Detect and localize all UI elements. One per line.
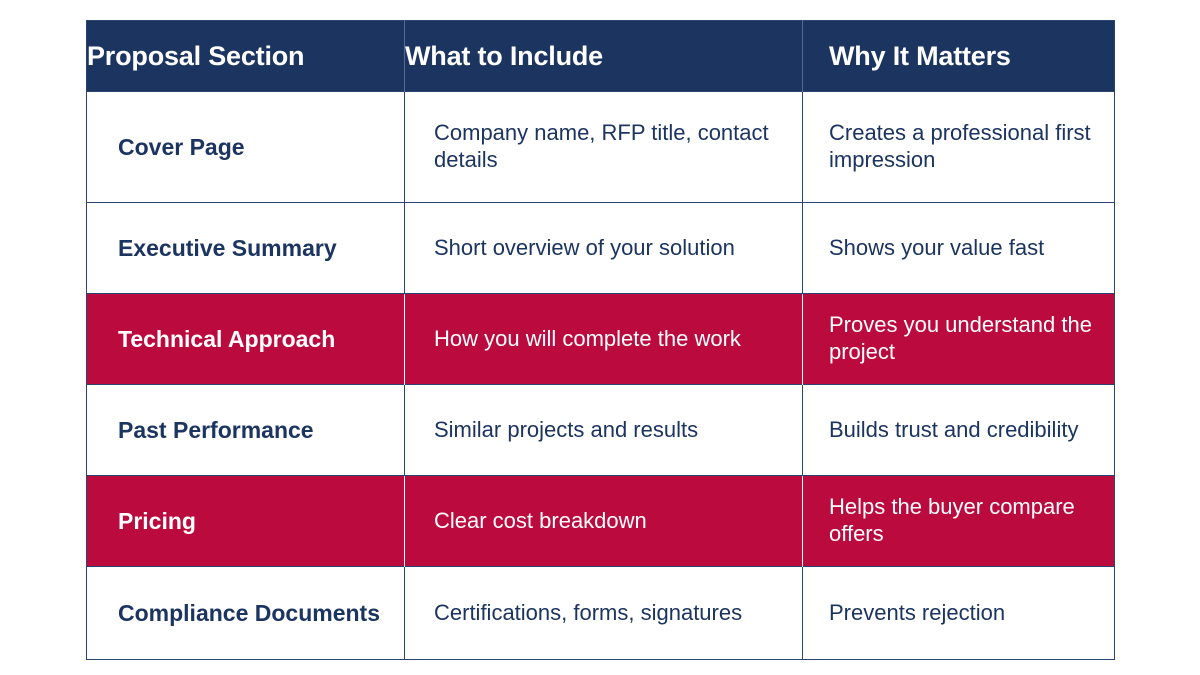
cell-text: How you will complete the work: [434, 325, 741, 351]
cell-text: Builds trust and credibility: [829, 416, 1079, 442]
cell-what-to-include: Clear cost breakdown: [404, 475, 803, 567]
cell-proposal-section: Compliance Documents: [86, 566, 405, 660]
table-row-highlighted: Technical Approach How you will complete…: [86, 293, 1115, 385]
cell-text: Shows your value fast: [829, 234, 1045, 260]
cell-proposal-section: Past Performance: [86, 384, 405, 476]
cell-text: Pricing: [118, 507, 196, 534]
cell-why-it-matters: Shows your value fast: [802, 202, 1115, 294]
cell-text: Cover Page: [118, 133, 245, 160]
cell-why-it-matters: Creates a professional first impression: [802, 91, 1115, 203]
cell-text: Past Performance: [118, 416, 314, 443]
proposal-sections-table: Proposal Section What to Include Why It …: [86, 20, 1115, 660]
table-row-highlighted: Pricing Clear cost breakdown Helps the b…: [86, 475, 1115, 567]
cell-what-to-include: Certifications, forms, signatures: [404, 566, 803, 660]
column-header-what-to-include: What to Include: [404, 20, 803, 92]
cell-text: Proves you understand the project: [829, 312, 1092, 364]
cell-proposal-section: Pricing: [86, 475, 405, 567]
cell-text: Short overview of your solution: [434, 234, 735, 260]
table-row: Executive Summary Short overview of your…: [86, 202, 1115, 294]
table-body: Cover Page Company name, RFP title, cont…: [86, 91, 1115, 660]
cell-why-it-matters: Builds trust and credibility: [802, 384, 1115, 476]
column-header-proposal-section: Proposal Section: [86, 20, 405, 92]
table-row: Compliance Documents Certifications, for…: [86, 566, 1115, 660]
cell-what-to-include: How you will complete the work: [404, 293, 803, 385]
cell-text: Creates a professional first impression: [829, 120, 1091, 172]
cell-what-to-include: Company name, RFP title, contact details: [404, 91, 803, 203]
table-header-row: Proposal Section What to Include Why It …: [86, 20, 1115, 92]
cell-why-it-matters: Prevents rejection: [802, 566, 1115, 660]
cell-text: Compliance Documents: [118, 599, 380, 626]
cell-what-to-include: Short overview of your solution: [404, 202, 803, 294]
cell-proposal-section: Cover Page: [86, 91, 405, 203]
cell-text: Company name, RFP title, contact details: [434, 120, 769, 172]
cell-text: Helps the buyer compare offers: [829, 494, 1075, 546]
cell-text: Certifications, forms, signatures: [434, 599, 743, 625]
table-row: Past Performance Similar projects and re…: [86, 384, 1115, 476]
column-header-why-it-matters: Why It Matters: [802, 20, 1115, 92]
cell-what-to-include: Similar projects and results: [404, 384, 803, 476]
table-row: Cover Page Company name, RFP title, cont…: [86, 91, 1115, 203]
cell-why-it-matters: Helps the buyer compare offers: [802, 475, 1115, 567]
cell-text: Clear cost breakdown: [434, 507, 647, 533]
cell-proposal-section: Executive Summary: [86, 202, 405, 294]
cell-proposal-section: Technical Approach: [86, 293, 405, 385]
cell-text: Technical Approach: [118, 325, 336, 352]
cell-why-it-matters: Proves you understand the project: [802, 293, 1115, 385]
cell-text: Executive Summary: [118, 234, 337, 261]
table-header: Proposal Section What to Include Why It …: [86, 20, 1115, 92]
cell-text: Prevents rejection: [829, 599, 1006, 625]
cell-text: Similar projects and results: [434, 416, 699, 442]
